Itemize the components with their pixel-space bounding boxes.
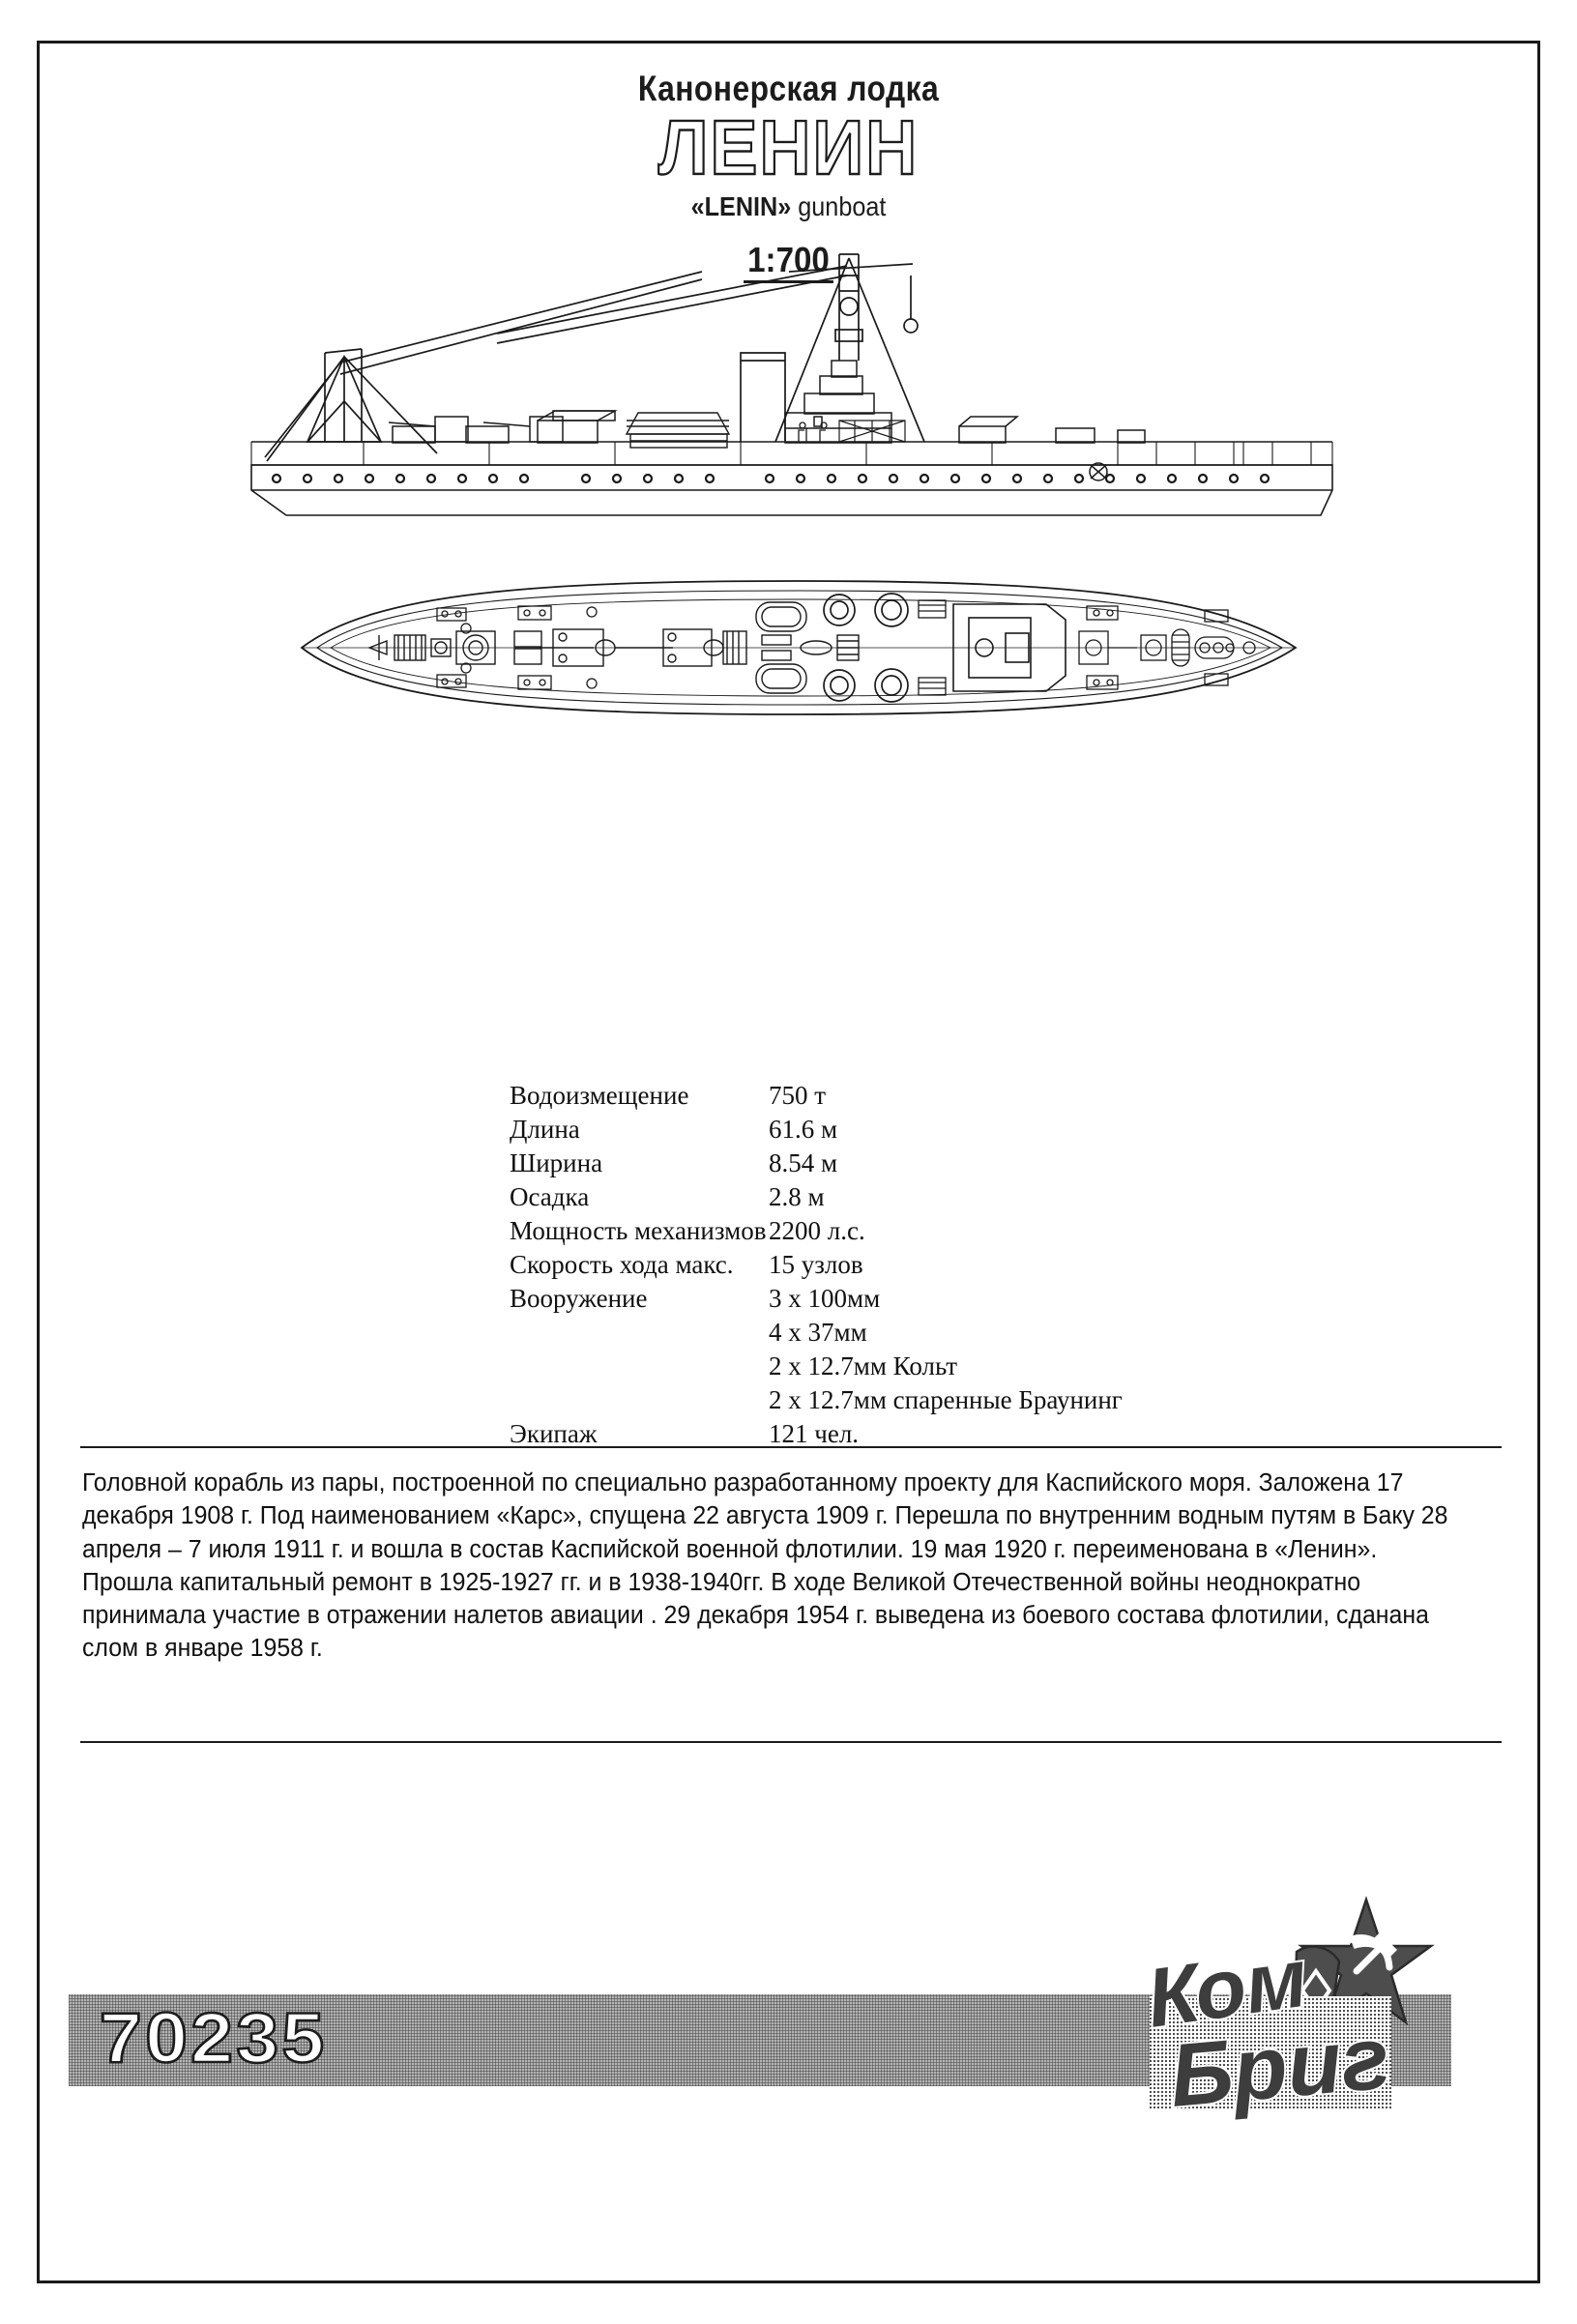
star-icon	[1298, 1896, 1435, 2026]
english-title-rest: gunboat	[791, 191, 887, 222]
specifications-table: Водоизмещение 750 т Длина 61.6 м Ширина …	[510, 1079, 1123, 1450]
description-divider-bottom	[80, 1741, 1502, 1743]
description-paragraph: Головной корабль из пары, построенной по…	[82, 1469, 1448, 1663]
spec-row: 2 x 12.7мм спаренные Браунинг	[510, 1383, 1123, 1417]
spec-row: Мощность механизмов 2200 л.с.	[510, 1214, 1123, 1248]
spec-row: Осадка 2.8 м	[510, 1180, 1123, 1214]
ship-side-profile-drawing	[250, 253, 1333, 516]
spec-row: Водоизмещение 750 т	[510, 1079, 1123, 1113]
spec-value: 2.8 м	[769, 1181, 825, 1211]
ship-drawings	[40, 237, 1537, 875]
spec-value: 3 x 100мм	[769, 1283, 881, 1313]
spec-label: Ширина	[510, 1147, 603, 1177]
spec-value: 2200 л.с.	[769, 1215, 865, 1245]
ship-plan-view-drawing	[300, 580, 1298, 715]
spec-label: Осадка	[510, 1181, 590, 1211]
spec-row: Экипаж 121 чел.	[510, 1417, 1123, 1451]
spec-value: 121 чел.	[769, 1418, 860, 1448]
english-title-quoted: «LENIN»	[690, 191, 792, 222]
spec-label: Мощность механизмов	[510, 1215, 767, 1245]
description-divider-top	[80, 1446, 1502, 1448]
spec-label	[510, 1383, 769, 1417]
spec-label: Длина	[510, 1114, 580, 1144]
spec-label: Вооружение	[510, 1283, 648, 1313]
description-text: Головной корабль из пары, построенной по…	[82, 1467, 1466, 1666]
page-frame: Канонерская лодка ЛЕНИН «LENIN» gunboat …	[37, 41, 1540, 2283]
spec-row: 4 x 37мм	[510, 1316, 1123, 1350]
spec-row: Вооружение 3 x 100мм	[510, 1282, 1123, 1316]
spec-value: 4 x 37мм	[769, 1317, 867, 1347]
spec-value: 2 x 12.7мм Кольт	[769, 1351, 958, 1380]
english-subtitle: «LENIN» gunboat	[114, 191, 1462, 222]
title-block: Канонерская лодка ЛЕНИН «LENIN» gunboat …	[40, 69, 1537, 284]
spec-label	[510, 1350, 769, 1383]
kombrig-brand-logo: Ком Бриг	[1150, 1882, 1440, 2138]
spec-row: Длина 61.6 м	[510, 1113, 1123, 1147]
spec-value: 2 x 12.7мм спаренные Браунинг	[769, 1384, 1123, 1414]
spec-value: 61.6 м	[769, 1114, 838, 1144]
spec-row: Скорость хода макс. 15 узлов	[510, 1248, 1123, 1282]
spec-value: 8.54 м	[769, 1147, 838, 1177]
spec-value: 15 узлов	[769, 1249, 863, 1279]
spec-label: Водоизмещение	[510, 1081, 689, 1110]
brand-word-bottom: Бриг	[1166, 2009, 1393, 2126]
spec-row: Ширина 8.54 м	[510, 1147, 1123, 1180]
scale-label: 1:700	[100, 240, 1477, 284]
spec-label: Скорость хода макс.	[510, 1249, 734, 1279]
spec-row: 2 x 12.7мм Кольт	[510, 1350, 1123, 1383]
spec-label: Экипаж	[510, 1418, 598, 1448]
page-title: ЛЕНИН	[657, 103, 920, 190]
spec-label	[510, 1316, 769, 1350]
kit-number: 70235	[99, 1998, 328, 2079]
spec-value: 750 т	[769, 1081, 827, 1110]
title-kicker: Канонерская лодка	[637, 69, 940, 108]
scale-value: 1:700	[744, 240, 833, 284]
